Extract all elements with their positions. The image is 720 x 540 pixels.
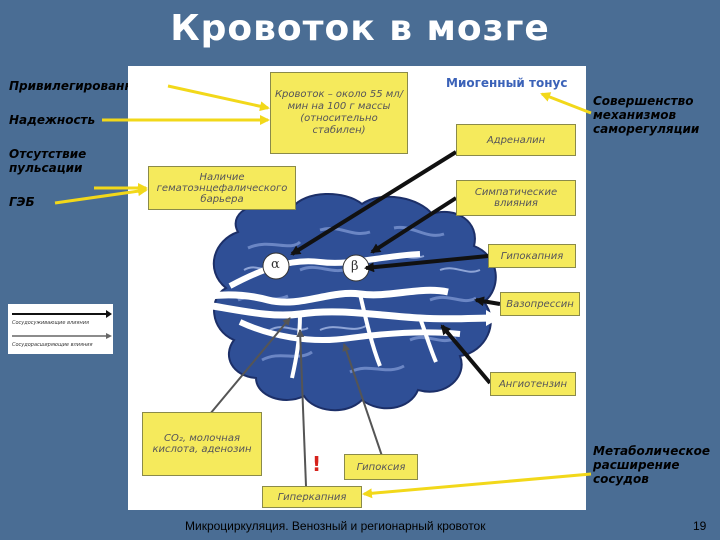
label-reliability: Надежность [9, 113, 96, 127]
box-sympathetic: Симпатические влияния [456, 180, 576, 216]
exclamation-mark: ! [312, 452, 322, 476]
brain-illustration [185, 193, 500, 412]
box-hypocapnia: Гипокапния [488, 244, 576, 268]
legend-dilation-label: Сосудорасширяющие влияния [12, 342, 93, 348]
slide-footer: Микроциркуляция. Венозный и регионарный … [185, 519, 486, 533]
page-number: 19 [693, 519, 707, 533]
label-bbb: ГЭБ [9, 195, 35, 209]
box-adrenaline: Адреналин [456, 124, 576, 156]
alpha-receptor-symbol: α [271, 257, 280, 272]
box-angiotensin: Ангиотензин [490, 372, 576, 396]
legend-constriction-label: Сосудосуживающие влияния [12, 320, 90, 326]
box-vasopressin: Вазопрессин [500, 292, 580, 316]
label-privileged: Привилегированность [9, 79, 163, 93]
label-self-regulation: Совершенство механизмов саморегуляции [593, 94, 700, 136]
legend-arrows [12, 310, 112, 339]
label-metabolic-dilation: Метаболическое расширение сосудов [593, 444, 710, 486]
slide-title: Кровоток в мозге [170, 8, 550, 49]
beta-receptor-symbol: β [351, 259, 359, 274]
label-no-pulsation: Отсутствие пульсации [9, 147, 87, 175]
box-metabolites: CO₂, молочная кислота, аденозин [142, 412, 262, 476]
box-hypercapnia: Гиперкапния [262, 486, 362, 508]
legend: Сосудосуживающие влияния Сосудорасширяющ… [8, 304, 113, 354]
box-blood-flow: Кровоток – около 55 мл/мин на 100 г масс… [270, 72, 408, 154]
label-myogenic-tone: Миогенный тонус [446, 76, 568, 90]
box-hypoxia: Гипоксия [344, 454, 418, 480]
box-barrier: Наличие гематоэнцефалического барьера [148, 166, 296, 210]
